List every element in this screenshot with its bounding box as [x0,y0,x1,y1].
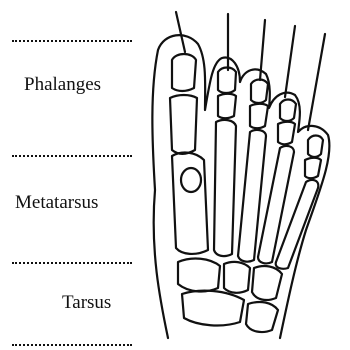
metatarsal-bones [172,120,318,269]
tarsal-bones [178,259,282,332]
big-toe-phalanges [170,54,197,154]
